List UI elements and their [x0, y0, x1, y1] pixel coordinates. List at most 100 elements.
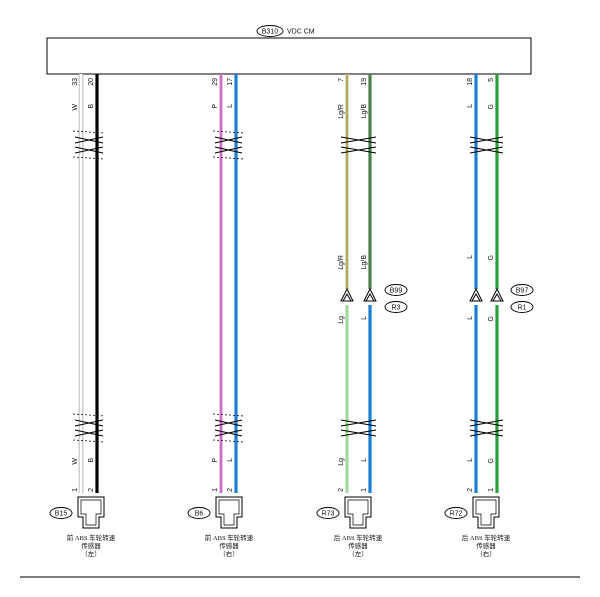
pin-bottom-label: 1 — [212, 488, 219, 492]
sensor-caption-line1: 前 ABS 车轮转速 — [67, 533, 116, 542]
splice-marker — [72, 413, 106, 443]
wire-4: 17L L 2 — [227, 74, 238, 493]
pin-top-label: 5 — [488, 78, 495, 82]
pin-top-label: 18 — [467, 78, 474, 86]
wire-7: 18L L L L 2 — [467, 74, 478, 493]
wire-color-bottom-label: B — [88, 458, 95, 463]
connector-id: R73 — [322, 511, 335, 518]
connector-id: R72 — [450, 511, 463, 518]
connector-badge — [187, 507, 211, 519]
splice-marker — [340, 136, 377, 154]
wire-color-mid-label: G — [488, 255, 495, 260]
pin-bottom-label: 2 — [467, 488, 474, 492]
sensor-caption-line1: 前 ABS 车轮转速 — [205, 533, 254, 542]
module-box — [46, 37, 532, 75]
pin-bottom-label: 2 — [88, 488, 95, 492]
wire-color-bottom-label: P — [212, 458, 219, 463]
junction-bottom-label: R3 — [392, 305, 401, 312]
wire-3: 29P P 1 — [212, 74, 223, 493]
splice-marker — [469, 136, 504, 154]
wire-color-bottom-label: Lg — [338, 458, 345, 466]
sensor-caption-line2: 传感器 — [219, 541, 239, 550]
wire-color-top-label: Lg/B — [361, 104, 368, 119]
wire-color-lower-label: L — [361, 316, 368, 320]
splice-marker — [469, 419, 504, 437]
splice-marker — [72, 130, 106, 160]
module-header: B310 VDC CM — [46, 25, 532, 75]
junction-top-badge — [384, 284, 408, 296]
wire-color-top-label: B — [88, 104, 95, 109]
pin-bottom-label: 2 — [338, 488, 345, 492]
pin-bottom-label: 1 — [72, 488, 79, 492]
sensor-inner — [218, 499, 240, 526]
wire-color-bottom-label: L — [361, 458, 368, 462]
junction-bottom-label: R1 — [518, 305, 527, 312]
junction-top-badge — [510, 284, 534, 296]
pin-bottom-label: 1 — [488, 488, 495, 492]
junction-bottom-badge — [510, 301, 534, 313]
wire-color-bottom-label: L — [227, 458, 234, 462]
pin-top-label: 17 — [227, 78, 234, 86]
sensor-caption-line1: 后 ABS 车轮转速 — [462, 533, 511, 542]
wire-color-top-label: W — [72, 104, 79, 111]
sensor-caption-line1: 后 ABS 车轮转速 — [334, 533, 383, 542]
wire-color-lower-label: G — [488, 316, 495, 321]
splice-group — [72, 130, 504, 443]
sensor-body — [344, 496, 372, 529]
splice-marker — [212, 130, 245, 160]
sensor-inner — [347, 499, 369, 526]
splice-marker — [340, 419, 377, 437]
junction-group: B99 R3 B97 R1 — [340, 284, 534, 313]
wire-color-mid-label: L — [467, 255, 474, 259]
connector-badge — [49, 507, 73, 519]
wire-color-top-label: L — [227, 104, 234, 108]
module-name: VDC CM — [287, 29, 315, 36]
wire-color-lower-label: L — [467, 316, 474, 320]
wire-group: 33WW120BB229PP117LL27Lg/RLg/RLgLg219Lg/B… — [72, 74, 499, 493]
pin-top-label: 19 — [361, 78, 368, 86]
wire-color-bottom-label: G — [488, 458, 495, 463]
pin-bottom-label: 2 — [227, 488, 234, 492]
junction-b99-r3: B99 R3 — [340, 284, 408, 313]
sensor-body — [215, 496, 243, 529]
connector-badge — [316, 507, 340, 519]
pin-top-label: 33 — [72, 78, 79, 86]
sensor-caption-line3: （右） — [219, 549, 239, 558]
wire-1: 33W W 1 — [72, 74, 84, 493]
wire-color-bottom-label: W — [72, 458, 79, 465]
wire-8: 5G G G G 1 — [488, 74, 499, 493]
sensor-caption-line3: （左） — [81, 549, 101, 558]
wire-color-top-label: L — [467, 104, 474, 108]
sensor-inner — [80, 499, 102, 526]
pin-top-label: 29 — [212, 78, 219, 86]
pin-bottom-label: 1 — [361, 488, 368, 492]
pin-top-label: 7 — [338, 78, 345, 82]
junction-top-label: B97 — [516, 288, 529, 295]
connector-id: B6 — [195, 511, 204, 518]
junction-arrow-left — [469, 287, 483, 302]
wire-color-top-label: P — [212, 104, 219, 109]
junction-arrow-right — [490, 287, 504, 302]
wire-color-top-label: Lg/R — [338, 104, 345, 119]
junction-bottom-badge — [384, 301, 408, 313]
sensor-body — [472, 496, 500, 529]
sensor-caption-line3: （右） — [476, 549, 496, 558]
junction-top-label: B99 — [390, 288, 403, 295]
module-id: B310 — [262, 29, 278, 36]
wire-color-bottom-label: L — [467, 458, 474, 462]
splice-marker — [212, 413, 245, 443]
connector-badge — [444, 507, 468, 519]
junction-arrow-right — [363, 287, 377, 302]
wire-color-top-label: G — [488, 104, 495, 109]
junction-b97-r1: B97 R1 — [469, 284, 534, 313]
sensor-caption-line3: （左） — [348, 549, 368, 558]
sensor-caption-line2: 传感器 — [348, 541, 368, 550]
